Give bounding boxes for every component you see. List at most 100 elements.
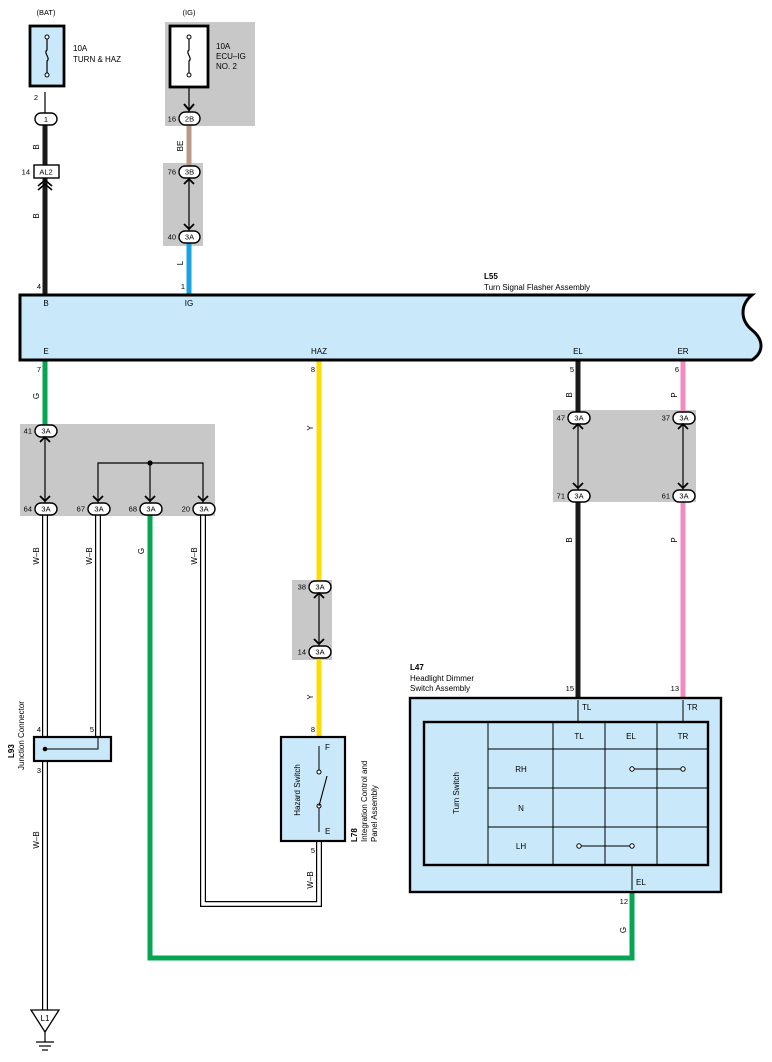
connector-3a-68 bbox=[139, 495, 163, 516]
connector-3a-38-label: 3A bbox=[315, 583, 324, 592]
connector-3a-37-label: 3A bbox=[679, 414, 688, 423]
connector-3a-40 bbox=[178, 223, 201, 244]
flasher-pin-b: 4 bbox=[37, 282, 41, 291]
fuse-turn-haz-name: TURN & HAZ bbox=[73, 55, 121, 64]
wire-label-ig-upper: BE bbox=[176, 141, 185, 152]
connector-al2-pin: 14 bbox=[22, 168, 30, 177]
connector-1-label: 1 bbox=[44, 115, 48, 124]
connector-al2-label: AL2 bbox=[39, 168, 52, 177]
connector-3a-14-label: 3A bbox=[315, 648, 324, 657]
connector-3a-40-pin: 40 bbox=[168, 233, 176, 242]
connector-3a-38 bbox=[308, 580, 332, 599]
junction-pin-c: 3 bbox=[37, 766, 41, 775]
table-col-el: EL bbox=[626, 732, 636, 741]
connector-3a-47-label: 3A bbox=[574, 414, 583, 423]
connector-3a-64-pin: 64 bbox=[24, 505, 32, 514]
connector-3a-14-pin: 14 bbox=[298, 648, 306, 657]
table-row-rh: RH bbox=[515, 765, 527, 774]
dimmer-tr-pin: 13 bbox=[671, 684, 679, 693]
wire-wb-20 bbox=[200, 515, 322, 907]
connector-3a-20-pin: 20 bbox=[182, 505, 190, 514]
dimmer-name1: Headlight Dimmer bbox=[410, 674, 474, 683]
fuse-ecu-name1: ECU–IG bbox=[216, 52, 246, 61]
hazard-pin-top: 8 bbox=[311, 725, 315, 734]
dimmer-tl-label: TL bbox=[582, 703, 592, 712]
turn-switch-table bbox=[487, 722, 708, 865]
table-col-tl: TL bbox=[574, 732, 584, 741]
wire-label-g-dimmer: G bbox=[619, 927, 628, 933]
wire-label-wb-hazard: W–B bbox=[306, 871, 315, 888]
fuse-turn-haz bbox=[28, 24, 66, 88]
flasher-terminal-er: ER bbox=[677, 347, 688, 356]
connector-3a-38-pin: 38 bbox=[298, 583, 306, 592]
flasher-pin-el: 5 bbox=[570, 365, 574, 374]
wire-label-ig-lower: L bbox=[176, 260, 185, 265]
flasher-terminal-haz: HAZ bbox=[311, 347, 327, 356]
wire-label-haz-lower: Y bbox=[306, 694, 315, 700]
hazard-terminal-f: F bbox=[325, 743, 330, 752]
junction-name: Junction Connector bbox=[17, 701, 26, 770]
connector-3a-47 bbox=[567, 411, 591, 430]
flasher-name: Turn Signal Flasher Assembly bbox=[484, 283, 590, 292]
junction-block-left bbox=[20, 424, 215, 516]
connector-3a-47-pin: 47 bbox=[557, 414, 565, 423]
wire-label-wb-20: W–B bbox=[190, 547, 199, 564]
connector-3a-68-pin: 68 bbox=[129, 505, 137, 514]
wire-label-er-lower: P bbox=[670, 537, 679, 542]
hazard-terminal-e: E bbox=[325, 827, 330, 836]
connector-3a-40-label: 3A bbox=[185, 233, 194, 242]
wire-label-wb-64: W–B bbox=[32, 547, 41, 564]
connector-3a-20-label: 3A bbox=[199, 505, 208, 514]
rh-continuity bbox=[629, 766, 686, 772]
connector-3a-14 bbox=[308, 638, 332, 659]
wire-label-er-upper: P bbox=[670, 392, 679, 397]
flasher-code: L55 bbox=[484, 272, 498, 281]
flasher-pin-er: 6 bbox=[675, 365, 679, 374]
dimmer-switch-box bbox=[408, 696, 723, 894]
dimmer-tl-pin: 15 bbox=[566, 684, 574, 693]
connector-3a-37-pin: 37 bbox=[662, 414, 670, 423]
connector-2b bbox=[178, 103, 201, 126]
connector-1 bbox=[34, 112, 58, 126]
connector-3b-pin: 76 bbox=[168, 168, 176, 177]
flasher-terminal-e: E bbox=[43, 347, 48, 356]
dimmer-name2: Switch Assembly bbox=[410, 684, 470, 693]
junction-pin-a: 4 bbox=[37, 725, 41, 734]
fuse-ecu-ig bbox=[168, 24, 210, 89]
hazard-name1: Integration Control and bbox=[360, 761, 369, 842]
connector-3a-71 bbox=[567, 482, 591, 503]
wire-label-wb-67: W–B bbox=[85, 547, 94, 564]
fuse-ecu-amp: 10A bbox=[216, 42, 231, 51]
flasher-terminal-ig: IG bbox=[185, 299, 193, 308]
junction-code: L93 bbox=[7, 744, 16, 758]
connector-3a-37 bbox=[672, 411, 696, 430]
wire-label-haz-upper: Y bbox=[306, 425, 315, 431]
hazard-switch-label: Hazard Switch bbox=[293, 764, 302, 816]
hazard-name2: Panel Assembly bbox=[370, 785, 379, 842]
source-ig: (IG) bbox=[183, 8, 196, 17]
fuse-turn-haz-amp: 10A bbox=[73, 44, 88, 53]
wire-label-wb-ground: W–B bbox=[32, 831, 41, 848]
wire-label-bat-lower: B bbox=[32, 213, 41, 218]
connector-3a-20 bbox=[192, 495, 216, 516]
source-bat: (BAT) bbox=[36, 8, 56, 17]
connector-2b-pin: 16 bbox=[168, 115, 176, 124]
connector-3a-41 bbox=[34, 424, 58, 443]
table-row-n: N bbox=[518, 804, 524, 813]
connector-3a-64-label: 3A bbox=[41, 505, 50, 514]
ground-label: L1 bbox=[41, 1014, 50, 1023]
connector-3a-41-label: 3A bbox=[41, 427, 50, 436]
dimmer-el-pin: 12 bbox=[620, 897, 628, 906]
connector-3b-label: 3B bbox=[185, 168, 194, 177]
connector-3a-64 bbox=[34, 495, 58, 516]
connector-3a-61-label: 3A bbox=[679, 492, 688, 501]
junction-connector-box bbox=[32, 735, 113, 763]
connector-3a-71-pin: 71 bbox=[557, 492, 565, 501]
junction-pin-b: 5 bbox=[90, 725, 94, 734]
connector-3a-61-pin: 61 bbox=[662, 492, 670, 501]
flasher-pin-e: 7 bbox=[37, 365, 41, 374]
fuse-ecu-name2: NO. 2 bbox=[216, 62, 237, 71]
connector-3a-67-label: 3A bbox=[94, 505, 103, 514]
connector-3a-71-label: 3A bbox=[574, 492, 583, 501]
fuse-turn-haz-pin: 2 bbox=[34, 93, 38, 102]
